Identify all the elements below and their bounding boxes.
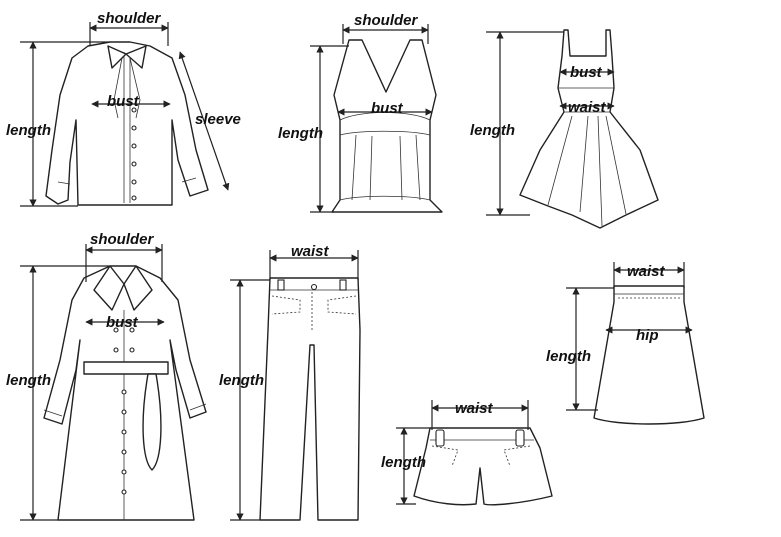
blouse-bow [107, 45, 147, 69]
tank-top-bust-label: bust [371, 100, 404, 117]
coat-length-label: length [6, 372, 51, 389]
dress-outline [519, 29, 659, 229]
dress-bust-label: bust [570, 64, 603, 81]
blouse-bust-label: bust [107, 93, 140, 110]
dress-length-label: length [470, 122, 515, 139]
tank-top-shoulder-label: shoulder [354, 12, 419, 29]
tank-top-figure [331, 39, 443, 213]
coat-belt [83, 361, 169, 375]
coat-shoulder-label: shoulder [90, 231, 155, 248]
coat-figure [43, 265, 207, 521]
dress-waist-label: waist [568, 99, 607, 116]
coat-buttons [113, 327, 135, 495]
blouse-sleeve-line [178, 51, 230, 191]
blouse-sleeve-label: sleeve [195, 111, 241, 128]
shorts-waist-label: waist [455, 400, 494, 417]
skirt-waist-label: waist [627, 263, 666, 280]
coat-bust-label: bust [106, 314, 139, 331]
tank-top-length-label: length [278, 125, 323, 142]
shorts-length-label: length [381, 454, 426, 471]
trousers-length-label: length [219, 372, 264, 389]
skirt-length-label: length [546, 348, 591, 365]
skirt-hip-label: hip [636, 327, 659, 344]
trousers-waist-label: waist [291, 243, 330, 260]
blouse-buttons [131, 107, 137, 201]
trousers-outline [259, 277, 361, 521]
shorts-outline [413, 427, 553, 506]
skirt-outline [593, 285, 705, 425]
blouse-length-label: length [6, 122, 51, 139]
blouse-figure [45, 41, 209, 206]
blouse-shoulder-label: shoulder [97, 10, 162, 27]
shorts-figure [413, 427, 553, 506]
trousers-figure [259, 277, 361, 521]
coat-collar [93, 265, 153, 311]
dress-figure [519, 29, 659, 229]
skirt-figure [593, 285, 705, 425]
tank-top-outline [331, 39, 443, 213]
blouse-outline [45, 41, 209, 206]
